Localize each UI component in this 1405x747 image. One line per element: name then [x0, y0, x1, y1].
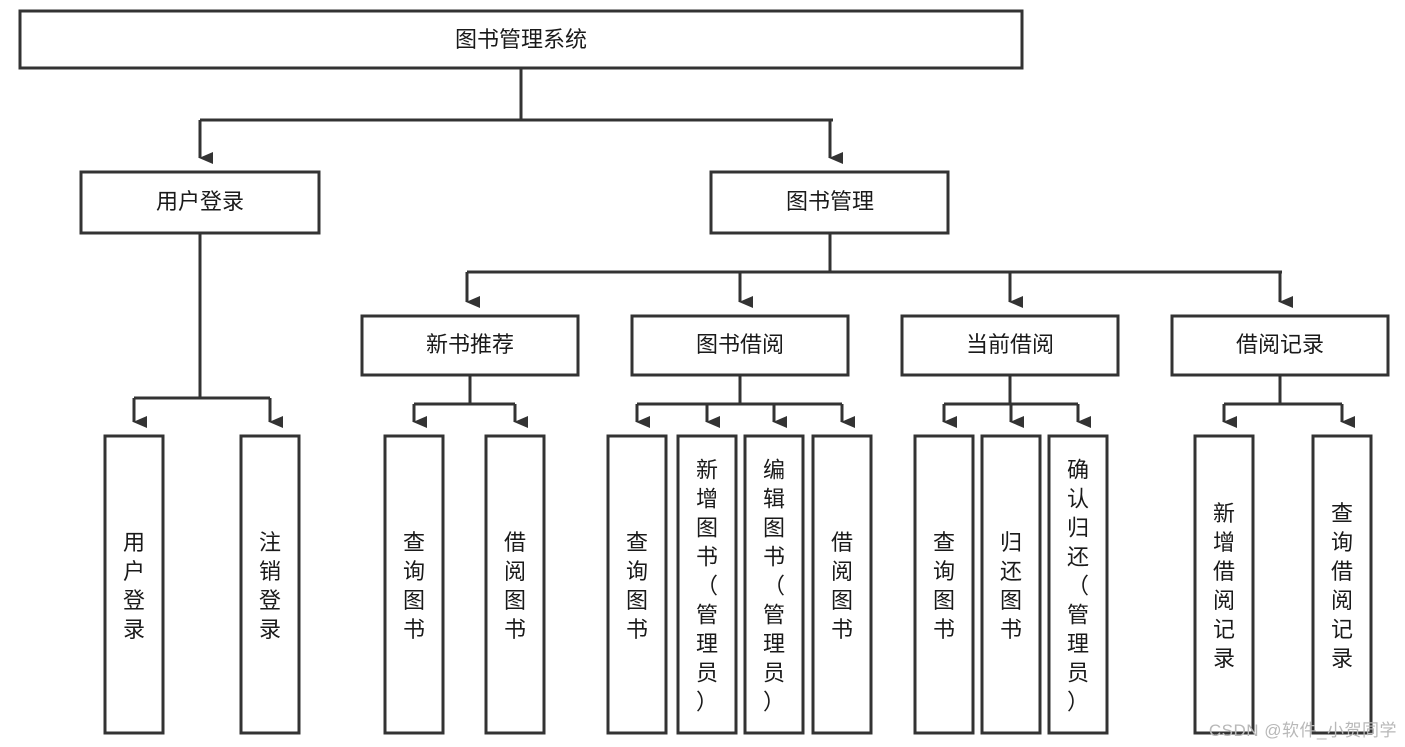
node-book-management[interactable]: 图书管理 — [709, 170, 950, 235]
leaf-leaf-add-book-label: 新增图书（管理员） — [696, 458, 718, 715]
node-borrow-record-label: 借阅记录 — [1236, 332, 1324, 357]
leaf-leaf-query-book-current[interactable]: 查询图书 — [913, 434, 975, 735]
leaf-leaf-query-book-current-label: 查询图书 — [933, 530, 955, 642]
leaf-leaf-query-borrow-record-box[interactable] — [1311, 434, 1373, 735]
leaf-leaf-query-borrow-record[interactable]: 查询借阅记录 — [1311, 434, 1373, 735]
node-book-borrow[interactable]: 图书借阅 — [630, 314, 850, 377]
node-user-login[interactable]: 用户登录 — [79, 170, 321, 235]
leaf-leaf-confirm-return-box[interactable] — [1047, 434, 1109, 735]
leaf-leaf-query-book-current-box[interactable] — [913, 434, 975, 735]
node-root-label: 图书管理系统 — [455, 27, 587, 52]
node-user-login-label: 用户登录 — [156, 189, 244, 214]
leaf-leaf-add-borrow-record-label: 新增借阅记录 — [1213, 501, 1235, 671]
connectors-currentborrow-to-leaves — [942, 375, 1091, 428]
leaf-leaf-query-book-borrow-label: 查询图书 — [626, 530, 648, 642]
node-new-book-recommend-label: 新书推荐 — [426, 332, 514, 357]
node-book-borrow-label: 图书借阅 — [696, 332, 784, 357]
leaf-leaf-edit-book-label: 编辑图书（管理员） — [763, 458, 785, 715]
leaf-leaf-borrow-book-recommend[interactable]: 借阅图书 — [484, 434, 546, 735]
leaf-leaf-query-book-recommend-box[interactable] — [383, 434, 445, 735]
connectors-root-to-level2 — [198, 68, 843, 164]
node-book-borrow-box[interactable] — [630, 314, 850, 377]
leaf-leaf-borrow-book-recommend-label: 借阅图书 — [504, 530, 526, 642]
leaf-leaf-query-book-recommend[interactable]: 查询图书 — [383, 434, 445, 735]
leaf-leaf-user-login-label: 用户登录 — [123, 530, 145, 642]
csdn-watermark: CSDN @软件_小贺同学 — [1208, 721, 1397, 740]
connectors-newbook-to-leaves — [412, 375, 528, 428]
leaf-leaf-return-book-label: 归还图书 — [1000, 530, 1022, 642]
connectors-borrowrecord-to-leaves — [1222, 375, 1355, 428]
leaf-leaf-logout-box[interactable] — [239, 434, 301, 735]
node-root-box[interactable] — [18, 9, 1024, 70]
node-current-borrow-label: 当前借阅 — [966, 332, 1054, 357]
leaf-leaf-borrow-book-label: 借阅图书 — [831, 530, 853, 642]
node-book-management-box[interactable] — [709, 170, 950, 235]
leaf-leaf-query-book-borrow[interactable]: 查询图书 — [606, 434, 668, 735]
leaf-leaf-edit-book-box[interactable] — [743, 434, 805, 735]
leaf-leaf-return-book-box[interactable] — [980, 434, 1042, 735]
leaf-leaf-add-book-box[interactable] — [676, 434, 738, 735]
leaf-leaf-logout-label: 注销登录 — [259, 530, 281, 642]
leaf-leaf-borrow-book-box[interactable] — [811, 434, 873, 735]
node-book-management-label: 图书管理 — [786, 189, 874, 214]
node-borrow-record-box[interactable] — [1170, 314, 1390, 377]
leaf-nodes-layer: 用户登录 注销登录 查询图书 借阅图书 查询图书 新增图书（管理员） 编辑图书（管理员） 借阅… — [103, 434, 1373, 735]
leaf-leaf-return-book[interactable]: 归还图书 — [980, 434, 1042, 735]
node-borrow-record[interactable]: 借阅记录 — [1170, 314, 1390, 377]
connectors-userlogin-to-leaves — [132, 233, 283, 428]
node-current-borrow[interactable]: 当前借阅 — [900, 314, 1120, 377]
leaf-leaf-query-book-recommend-label: 查询图书 — [403, 530, 425, 642]
leaf-leaf-add-book[interactable]: 新增图书（管理员） — [676, 434, 738, 735]
leaf-leaf-query-borrow-record-label: 查询借阅记录 — [1331, 501, 1353, 671]
leaf-leaf-borrow-book-recommend-box[interactable] — [484, 434, 546, 735]
connectors-bookborrow-to-leaves — [635, 375, 855, 428]
node-user-login-box[interactable] — [79, 170, 321, 235]
node-root[interactable]: 图书管理系统 — [18, 9, 1024, 70]
node-new-book-recommend[interactable]: 新书推荐 — [360, 314, 580, 377]
leaf-leaf-borrow-book[interactable]: 借阅图书 — [811, 434, 873, 735]
node-new-book-recommend-box[interactable] — [360, 314, 580, 377]
node-current-borrow-box[interactable] — [900, 314, 1120, 377]
leaf-leaf-user-login[interactable]: 用户登录 — [103, 434, 165, 735]
leaf-leaf-edit-book[interactable]: 编辑图书（管理员） — [743, 434, 805, 735]
leaf-leaf-query-book-borrow-box[interactable] — [606, 434, 668, 735]
connectors-bookmgmt-to-level3 — [465, 233, 1293, 308]
leaf-leaf-add-borrow-record-box[interactable] — [1193, 434, 1255, 735]
leaf-leaf-confirm-return-label: 确认归还（管理员） — [1067, 458, 1089, 715]
leaf-leaf-user-login-box[interactable] — [103, 434, 165, 735]
leaf-leaf-confirm-return[interactable]: 确认归还（管理员） — [1047, 434, 1109, 735]
leaf-leaf-add-borrow-record[interactable]: 新增借阅记录 — [1193, 434, 1255, 735]
leaf-leaf-logout[interactable]: 注销登录 — [239, 434, 301, 735]
